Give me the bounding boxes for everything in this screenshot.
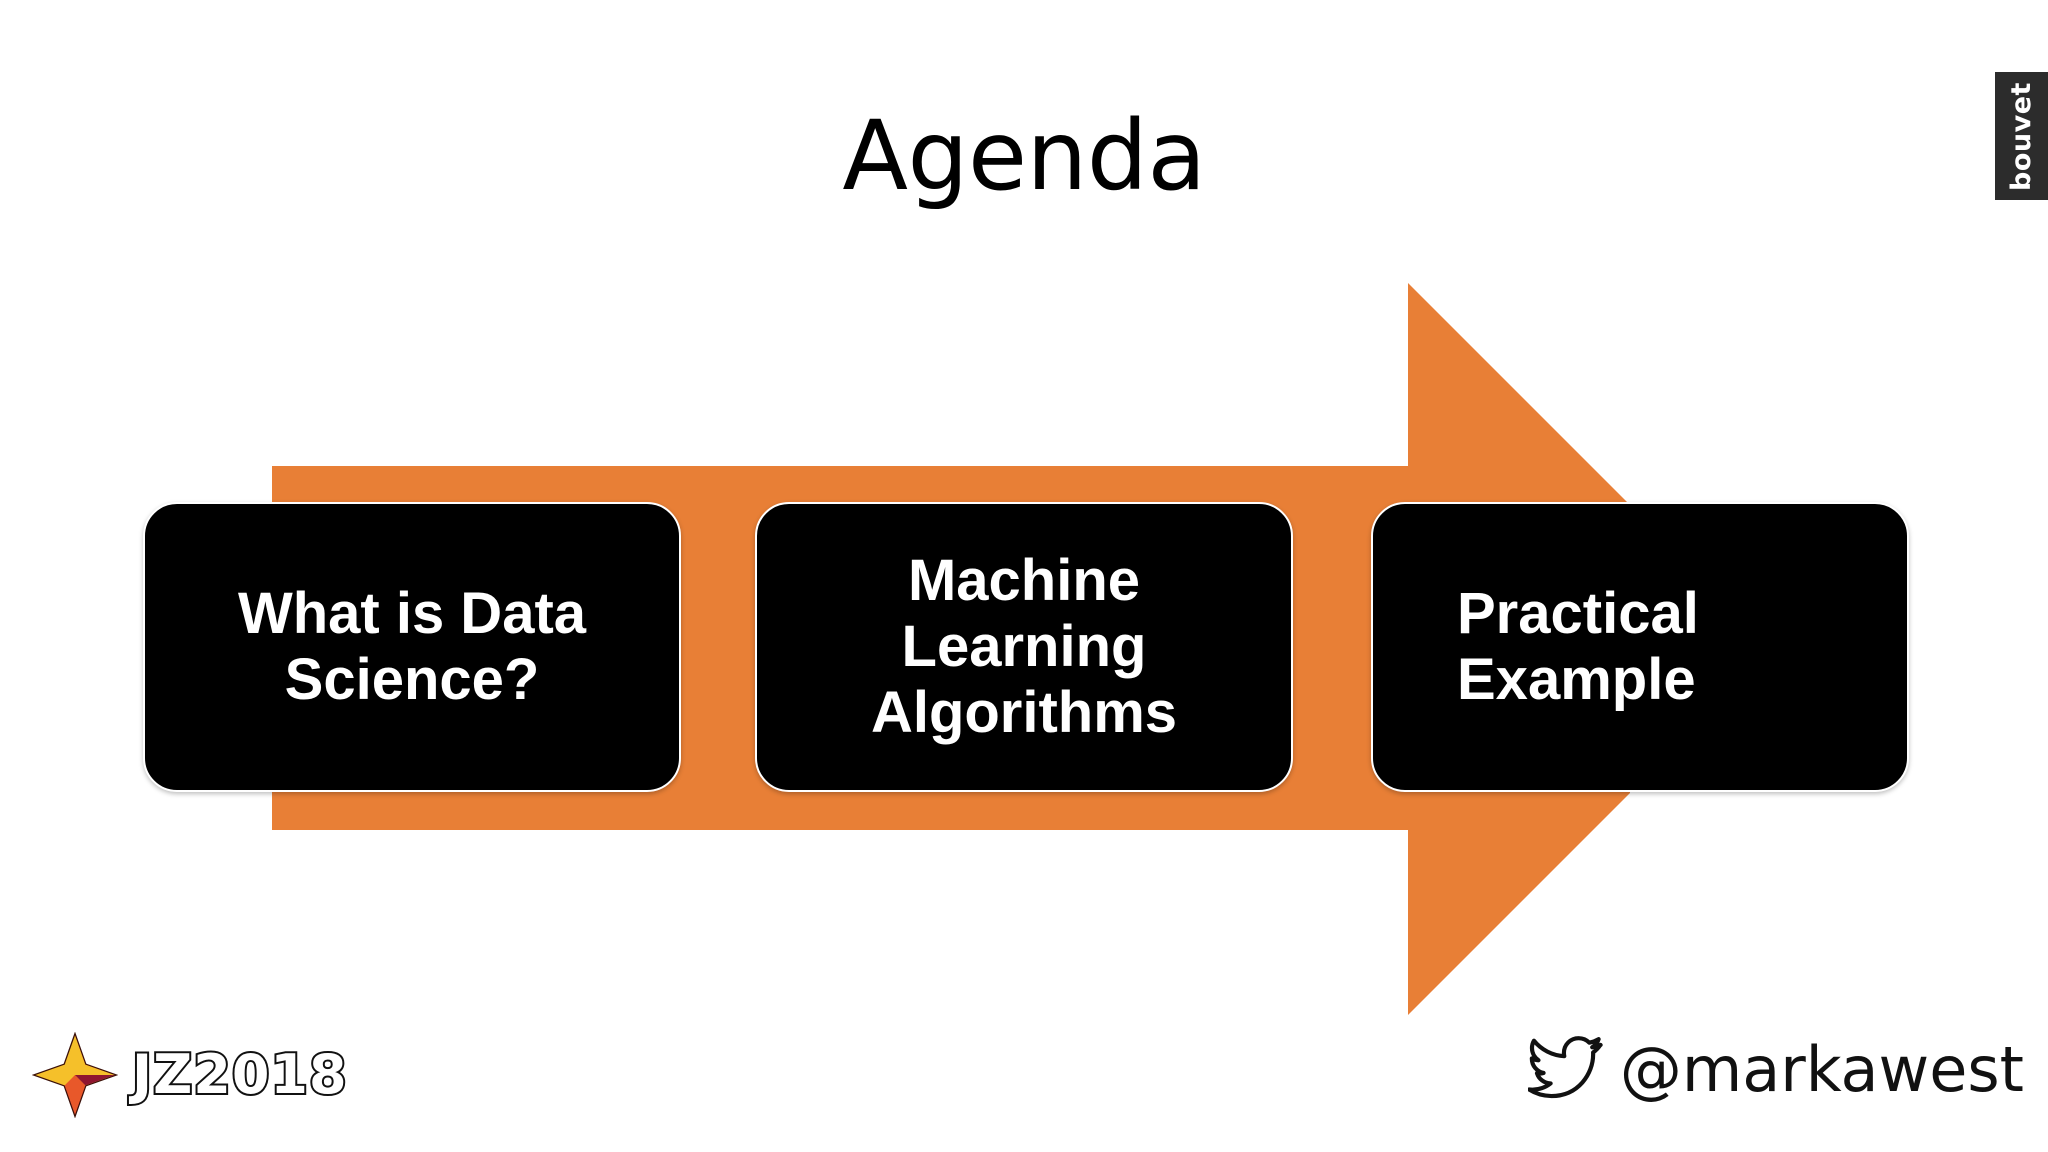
agenda-item-label: Machine Learning Algorithms	[870, 547, 1178, 746]
agenda-item-label: What is Data Science?	[237, 580, 587, 712]
page-title: Agenda	[842, 100, 1206, 212]
twitter-bird-icon	[1527, 1036, 1603, 1099]
twitter-handle-text: @markawest	[1619, 1033, 2024, 1106]
agenda-item-box-1[interactable]: What is Data Science?	[143, 502, 681, 792]
javazone-star-icon	[32, 1032, 118, 1118]
agenda-item-label: Practical Example	[1457, 580, 1699, 712]
bouvet-logo-badge: bouvet	[1995, 72, 2048, 200]
twitter-handle-block[interactable]: @markawest	[1527, 1033, 2024, 1106]
agenda-item-box-3[interactable]: Practical Example	[1371, 502, 1909, 792]
agenda-item-box-2[interactable]: Machine Learning Algorithms	[755, 502, 1293, 792]
bouvet-logo-text: bouvet	[2006, 81, 2038, 191]
javazone-wordmark: JZ2018	[130, 1043, 349, 1106]
javazone-logo: JZ2018	[32, 1032, 349, 1118]
